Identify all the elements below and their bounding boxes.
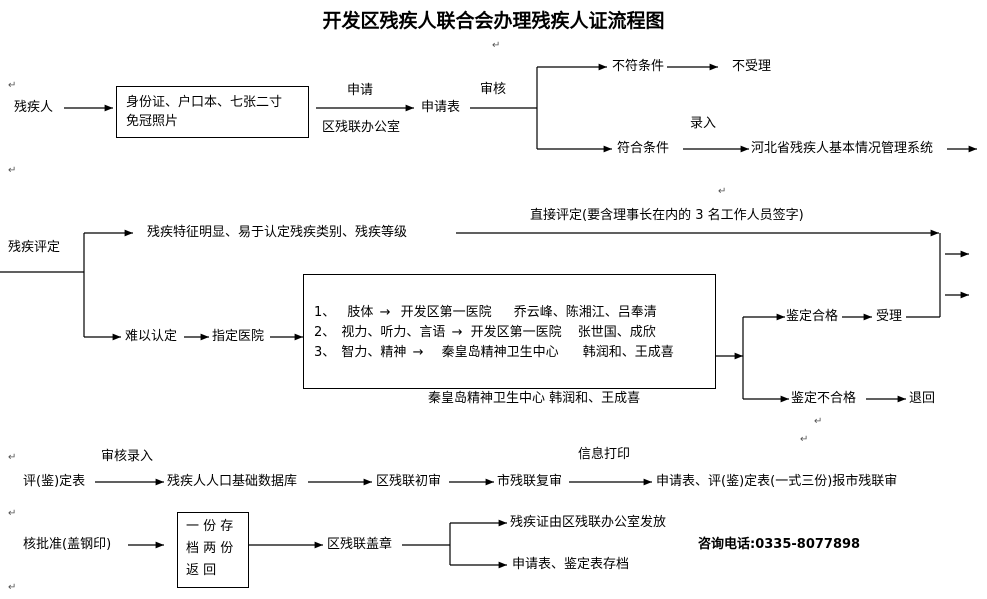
label-apply: 申请 [347,83,374,98]
node-hard-to-determine: 难以认定 [125,329,178,344]
node-qualified: 符合条件 [617,141,670,156]
node-not-qualified: 不符条件 [612,59,665,74]
archive-line-2: 档 两 份 [186,541,234,556]
node-archive-forms: 申请表、鉴定表存档 [512,557,630,572]
hospital-row-3: 3、 智力、精神 → 秦皇岛精神卫生中心 韩润和、王成喜 [314,345,674,360]
node-not-accepted: 不受理 [732,59,772,74]
label-enter: 录入 [690,116,717,131]
node-fail: 鉴定不合格 [791,391,857,406]
hospital-row-2: 2、 视力、听力、言语 → 开发区第一医院 张世国、成欣 [314,325,656,340]
label-print-info: 信息打印 [578,447,631,462]
node-designated-hospital: 指定医院 [212,329,265,344]
node-report: 申请表、评(鉴)定表(一式三份)报市残联审 [656,474,898,489]
contact-phone: 咨询电话:0335-8077898 [698,537,861,552]
archive-line-3: 返 回 [186,563,217,578]
node-obvious-case: 残疾特征明显、易于认定残疾类别、残疾等级 [147,225,408,240]
paragraph-mark: ↵ [8,452,17,463]
node-archive-box: 一 份 存 档 两 份 返 回 [177,512,249,588]
node-approve: 核批准(盖钢印) [23,537,112,552]
documents-line-1: 身份证、户口本、七张二寸 [126,95,283,110]
node-assessment-form: 评(鉴)定表 [23,474,86,489]
node-district-first-review: 区残联初审 [376,474,442,489]
paragraph-mark: ↵ [8,165,17,176]
node-accept: 受理 [876,309,903,324]
label-apply-office: 区残联办公室 [322,120,401,135]
hospital-row-1: 1、 肢体 → 开发区第一医院 乔云峰、陈湘江、吕奉清 [314,305,657,320]
node-district-seal: 区残联盖章 [327,537,393,552]
archive-line-1: 一 份 存 [186,519,234,534]
node-issue-certificate: 残疾证由区残联办公室发放 [510,515,667,530]
node-management-system: 河北省残疾人基本情况管理系统 [751,141,934,156]
node-application-form: 申请表 [421,100,461,115]
documents-line-2: 免冠照片 [126,114,179,129]
label-review-enter: 审核录入 [101,449,154,464]
node-assessment: 残疾评定 [8,240,61,255]
paragraph-mark: ↵ [800,434,809,445]
label-direct-assessment: 直接评定(要含理事长在内的 3 名工作人员签字) [530,208,804,223]
paragraph-mark: ↵ [8,80,17,91]
node-applicant: 残疾人 [14,100,54,115]
hospital-list-box: 1、 肢体 → 开发区第一医院 乔云峰、陈湘江、吕奉清 2、 视力、听力、言语 … [303,274,716,389]
paragraph-mark: ↵ [8,582,17,593]
page-title: 开发区残疾人联合会办理残疾人证流程图 [322,10,665,32]
node-return: 退回 [909,391,936,406]
node-database: 残疾人人口基础数据库 [167,474,298,489]
paragraph-mark: ↵ [8,508,17,519]
label-review: 审核 [480,82,507,97]
paragraph-mark: ↵ [492,40,501,51]
paragraph-mark: ↵ [814,416,823,427]
node-pass: 鉴定合格 [786,309,839,324]
below-box-note: 秦皇岛精神卫生中心 韩润和、王成喜 [428,391,641,406]
node-city-second-review: 市残联复审 [497,474,563,489]
paragraph-mark: ↵ [718,186,727,197]
node-documents-box: 身份证、户口本、七张二寸 免冠照片 [116,86,309,138]
